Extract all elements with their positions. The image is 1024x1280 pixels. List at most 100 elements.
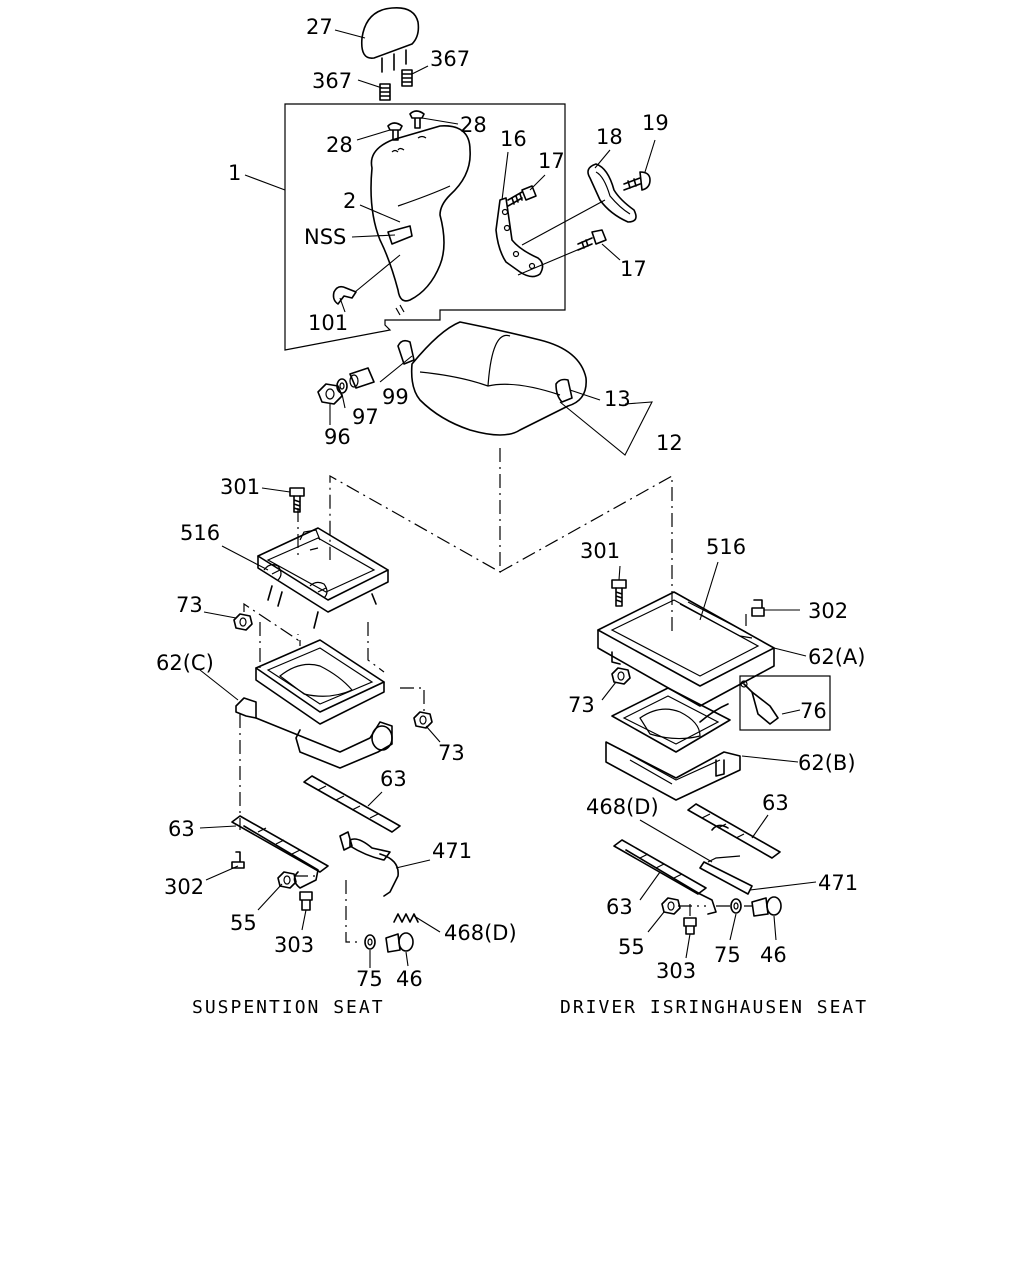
phantom-link-303-left	[294, 875, 362, 943]
label-96: 96	[324, 425, 351, 449]
label-75-left: 75	[356, 967, 383, 991]
label-303-right: 303	[656, 959, 696, 983]
label-62C: 62(C)	[156, 651, 214, 675]
label-17-upper: 17	[538, 149, 565, 173]
label-63-upper-left: 63	[380, 767, 407, 791]
label-516-right: 516	[706, 535, 746, 559]
seat-back-assembly-frame	[284, 103, 566, 351]
nut-55-right	[661, 897, 681, 915]
bolt-301-right	[611, 579, 627, 607]
headrest-guide-spring-left	[379, 83, 391, 101]
bolt-301-left	[289, 487, 305, 513]
lever-spring-471-left	[339, 831, 399, 897]
rail-63-lower-right	[613, 839, 717, 915]
diagram-captions: SUSPENTION SEAT DRIVER ISRINGHAUSEN SEAT	[192, 997, 868, 1018]
label-75-right: 75	[714, 943, 741, 967]
label-73-upper-left: 73	[176, 593, 203, 617]
label-97: 97	[352, 405, 379, 429]
screw-28-right	[409, 110, 425, 129]
washer-97	[336, 378, 348, 394]
base-62B	[605, 687, 741, 801]
bolt-46-left	[385, 932, 414, 953]
phantom-link-cushion-left	[329, 448, 501, 574]
nss-tag	[387, 225, 413, 245]
headrest	[360, 6, 420, 73]
bolt-302-left	[231, 851, 245, 869]
caption-suspension-seat: SUSPENTION SEAT	[192, 997, 385, 1018]
label-303-left: 303	[274, 933, 314, 957]
label-46-right: 46	[760, 943, 787, 967]
label-27: 27	[306, 15, 333, 39]
cable-468D-right	[707, 855, 741, 863]
bolt-17-upper	[507, 185, 537, 207]
label-516-left: 516	[180, 521, 220, 545]
screw-19	[623, 171, 651, 191]
screw-28-left	[387, 122, 403, 141]
phantom-link-nut-73-left	[243, 602, 299, 642]
label-46-left: 46	[396, 967, 423, 991]
label-302-left: 302	[164, 875, 204, 899]
label-63-lower-left: 63	[168, 817, 195, 841]
label-301-right: 301	[580, 539, 620, 563]
label-471-right: 471	[818, 871, 858, 895]
spring-468D-left	[393, 913, 419, 923]
label-76: 76	[800, 699, 827, 723]
label-12: 12	[656, 431, 683, 455]
label-468D-right: 468(D)	[586, 795, 659, 819]
rail-63-upper-right	[687, 803, 781, 859]
label-367-left: 367	[312, 69, 352, 93]
frame-516-right	[597, 591, 775, 707]
phantom-link-base-62C-right	[367, 622, 425, 712]
label-367-right: 367	[430, 47, 470, 71]
label-1: 1	[228, 161, 241, 185]
lever-471-right	[699, 861, 753, 895]
rail-63-lower-left	[231, 815, 329, 889]
part-101-knob	[332, 285, 357, 305]
label-17-lower: 17	[620, 257, 647, 281]
label-19: 19	[642, 111, 669, 135]
bolt-303-left	[299, 891, 313, 911]
seat-cushion	[410, 321, 587, 436]
label-18: 18	[596, 125, 623, 149]
frame-516-left	[257, 527, 389, 629]
phantom-link-cushion-right	[499, 474, 673, 636]
leader-lines	[199, 29, 817, 968]
part-labels: 27 367 367 28 28 1 2 NSS 101 16 17 18 19…	[156, 15, 865, 991]
label-101: 101	[308, 311, 348, 335]
label-55-left: 55	[230, 911, 257, 935]
part-76-box	[739, 675, 831, 731]
label-nss: NSS	[304, 225, 346, 249]
nut-96	[317, 383, 343, 405]
lever-18	[587, 163, 637, 223]
label-2: 2	[343, 189, 356, 213]
label-62B: 62(B)	[798, 751, 856, 775]
headrest-guide-spring-right	[401, 69, 413, 87]
label-302-right: 302	[808, 599, 848, 623]
cushion-hinge	[397, 339, 415, 365]
label-471-left: 471	[432, 839, 472, 863]
label-301-left: 301	[220, 475, 260, 499]
label-73-right: 73	[568, 693, 595, 717]
label-16: 16	[500, 127, 527, 151]
label-13: 13	[604, 387, 631, 411]
bolt-302-right	[751, 599, 765, 617]
label-55-right: 55	[618, 935, 645, 959]
label-63-lower-right: 63	[606, 895, 633, 919]
seat-back	[370, 125, 471, 316]
bolt-303-right	[683, 917, 697, 935]
nut-73-upper-left	[233, 613, 253, 631]
label-28-left: 28	[326, 133, 353, 157]
base-62C	[235, 639, 393, 769]
phantom-link-303-right	[678, 904, 706, 916]
washer-75-left	[364, 934, 376, 950]
cushion-clip-13	[555, 378, 573, 403]
caption-driver-isringhausen-seat: DRIVER ISRINGHAUSEN SEAT	[560, 997, 868, 1018]
phantom-link-frame-62C	[259, 622, 301, 668]
nut-73-right	[611, 667, 631, 685]
label-62A: 62(A)	[808, 645, 865, 669]
label-73-lower-left: 73	[438, 741, 465, 765]
bushing-99	[349, 367, 375, 389]
washer-75-right	[730, 898, 742, 914]
label-468D-left: 468(D)	[444, 921, 517, 945]
